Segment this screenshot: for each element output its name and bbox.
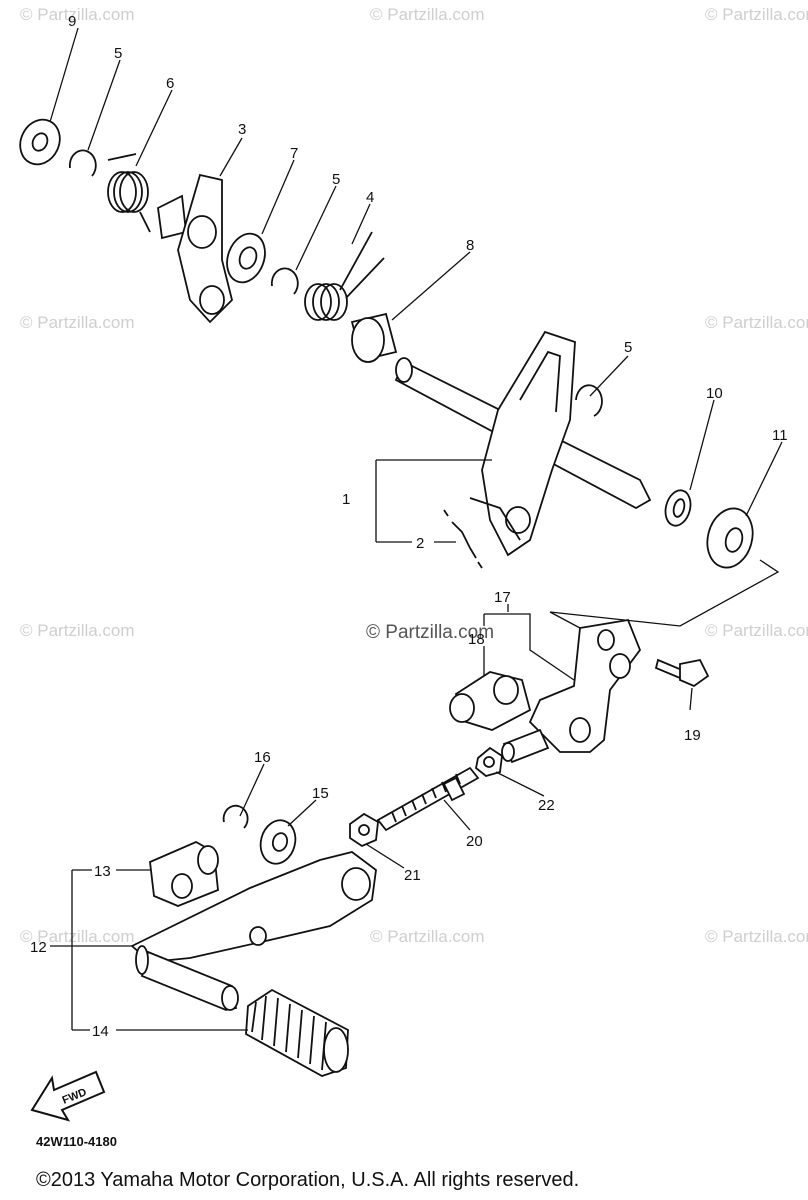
- callout-18: 18: [468, 631, 485, 648]
- diagram-code: 42W110-4180: [36, 1134, 117, 1149]
- watermark: © Partzilla.com: [705, 5, 808, 24]
- part-11-oil-seal: [706, 507, 754, 569]
- copyright-notice: ©2013 Yamaha Motor Corporation, U.S.A. A…: [36, 1169, 579, 1191]
- part-22-nut: [475, 746, 503, 777]
- watermark: © Partzilla.com: [20, 927, 135, 946]
- fwd-arrow-icon: FWD: [30, 1070, 106, 1122]
- part-21-nut: [349, 812, 379, 848]
- part-19-bolt: [654, 658, 710, 688]
- part-5-circlip: [68, 149, 97, 177]
- assembly-guide-line: [549, 559, 780, 629]
- callout-4: 4: [366, 189, 374, 206]
- part-10-washer: [664, 489, 692, 527]
- callout-15: 15: [312, 785, 329, 802]
- part-6-spring: [107, 153, 151, 233]
- callout-9: 9: [68, 13, 76, 30]
- callout-5: 5: [114, 45, 122, 62]
- part-20-rod: [376, 766, 480, 832]
- part-13-collar: [149, 840, 219, 907]
- part-12-shift-pedal: [130, 851, 377, 1011]
- part-1-shift-shaft: [394, 330, 652, 557]
- watermark-layer: © Partzilla.com © Partzilla.com © Partzi…: [20, 5, 808, 946]
- callout-8: 8: [466, 237, 474, 254]
- callout-13: 13: [94, 863, 111, 880]
- part-4-spring: [304, 231, 385, 321]
- part-9-washer: [19, 118, 61, 166]
- callout-2: 2: [416, 535, 424, 552]
- watermark: © Partzilla.com: [370, 5, 485, 24]
- callout-10: 10: [706, 385, 723, 402]
- watermark: © Partzilla.com: [705, 313, 808, 332]
- callout-19: 19: [684, 727, 701, 744]
- callout-6: 6: [166, 75, 174, 92]
- part-5-circlip: [270, 267, 299, 295]
- callout-16: 16: [254, 749, 271, 766]
- watermark: © Partzilla.com: [705, 621, 808, 640]
- callout-labels: 9 5 6 3 7 5 4 8 5 10 11 1 2 17 18 19 22 …: [30, 13, 788, 1040]
- callout-1: 1: [342, 491, 350, 508]
- watermark: © Partzilla.com: [370, 927, 485, 946]
- callout-5: 5: [624, 339, 632, 356]
- part-5-circlip: [575, 384, 603, 417]
- watermark: © Partzilla.com: [20, 5, 135, 24]
- callout-5: 5: [332, 171, 340, 188]
- callout-12: 12: [30, 939, 47, 956]
- callout-7: 7: [290, 145, 298, 162]
- watermark-center: © Partzilla.com: [366, 622, 494, 643]
- callout-3: 3: [238, 121, 246, 138]
- part-8-collar: [350, 312, 398, 363]
- part-18-collar: [449, 671, 532, 731]
- watermark: © Partzilla.com: [20, 313, 135, 332]
- part-3-lever: [157, 173, 233, 324]
- part-16-circlip: [222, 804, 249, 829]
- callout-21: 21: [404, 867, 421, 884]
- callout-17: 17: [494, 589, 511, 606]
- callout-20: 20: [466, 833, 483, 850]
- leader-lines: [49, 27, 783, 1031]
- callout-11: 11: [772, 427, 788, 444]
- part-14-pedal-rubber: [245, 988, 349, 1077]
- watermark: © Partzilla.com: [20, 621, 135, 640]
- watermark: © Partzilla.com: [705, 927, 808, 946]
- part-15-washer: [259, 819, 297, 865]
- part-2-spring: [443, 509, 483, 569]
- part-7-washer: [226, 232, 266, 284]
- callout-14: 14: [92, 1023, 109, 1040]
- part-17-shift-arm: [501, 618, 642, 764]
- callout-22: 22: [538, 797, 555, 814]
